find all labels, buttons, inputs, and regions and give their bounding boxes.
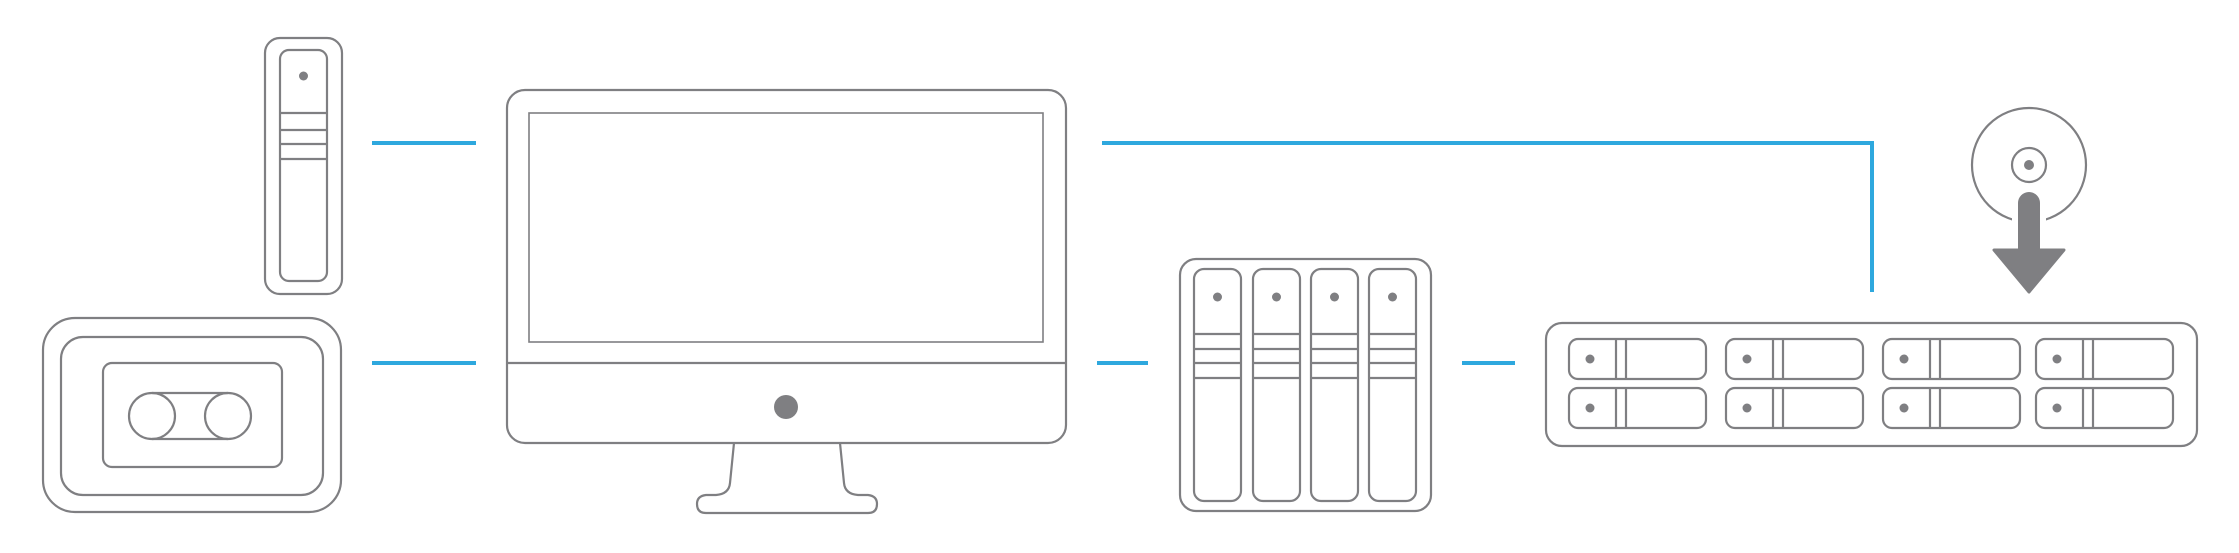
nas-drive-bay: [1367, 267, 1418, 503]
nas-4-bay-icon: [1178, 257, 1433, 513]
connection-lines: [372, 141, 1874, 365]
rack-drive-bay: [1567, 386, 1708, 430]
rack-drive-bay: [2034, 386, 2175, 430]
rack-drive-bay: [1881, 337, 2022, 381]
rack-drive-bay: [1724, 386, 1865, 430]
rack-drive-bay: [1567, 337, 1708, 381]
download-arrow-icon: [1992, 186, 2066, 294]
rack-drive-bay: [2034, 337, 2175, 381]
nas-drive-bay: [1309, 267, 1360, 503]
rack-drive-bay: [1881, 386, 2022, 430]
rackmount-8-bay-icon: [1544, 321, 2199, 448]
dual-drive-enclosure-icon: [41, 316, 343, 514]
portable-ssd-icon: [263, 36, 344, 296]
rack-drive-bay: [1724, 337, 1865, 381]
link-computer-to-rack: [1102, 141, 1874, 292]
nas-drive-bay: [1251, 267, 1302, 503]
desktop-monitor-icon: [505, 88, 1068, 515]
nas-drive-bay: [1192, 267, 1243, 503]
